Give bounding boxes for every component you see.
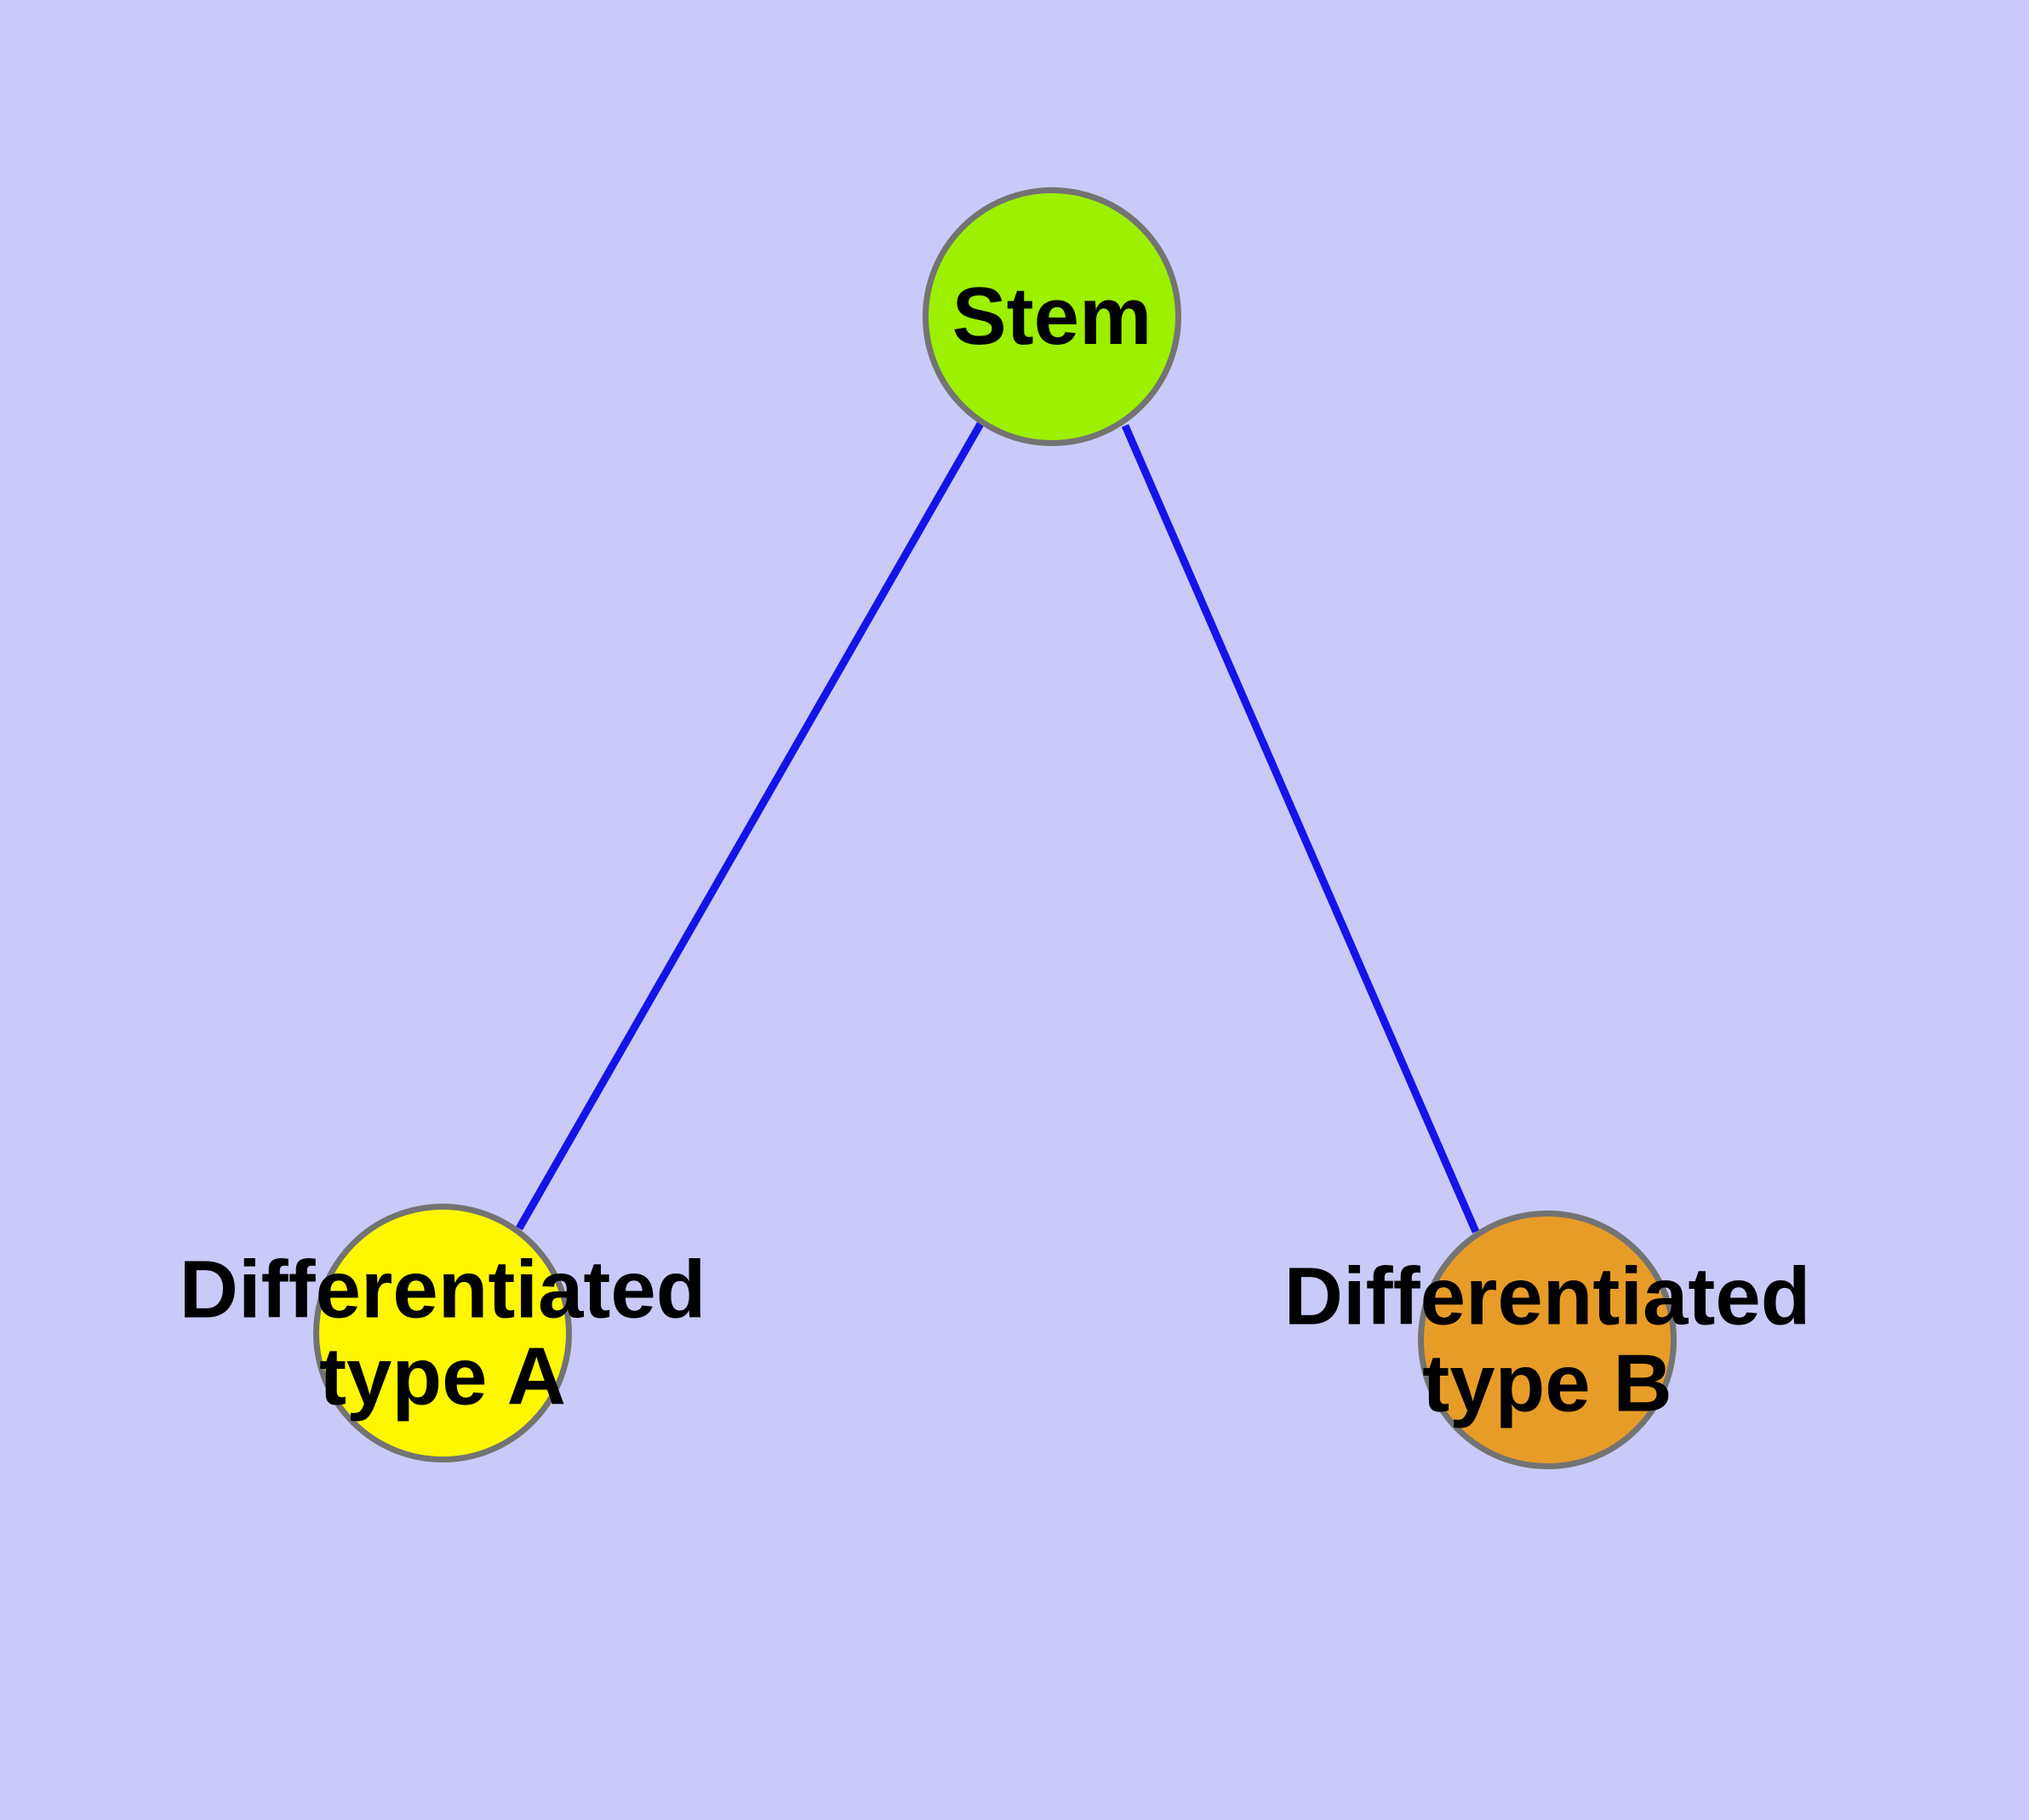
node-differentiated-type-a[interactable]: [313, 1204, 572, 1462]
node-differentiated-type-b[interactable]: [1418, 1210, 1677, 1469]
edge-stem-to-differentiated-type-a[interactable]: [516, 421, 984, 1231]
edge-stem-to-differentiated-type-b[interactable]: [1121, 424, 1480, 1233]
node-stem[interactable]: [923, 187, 1181, 446]
